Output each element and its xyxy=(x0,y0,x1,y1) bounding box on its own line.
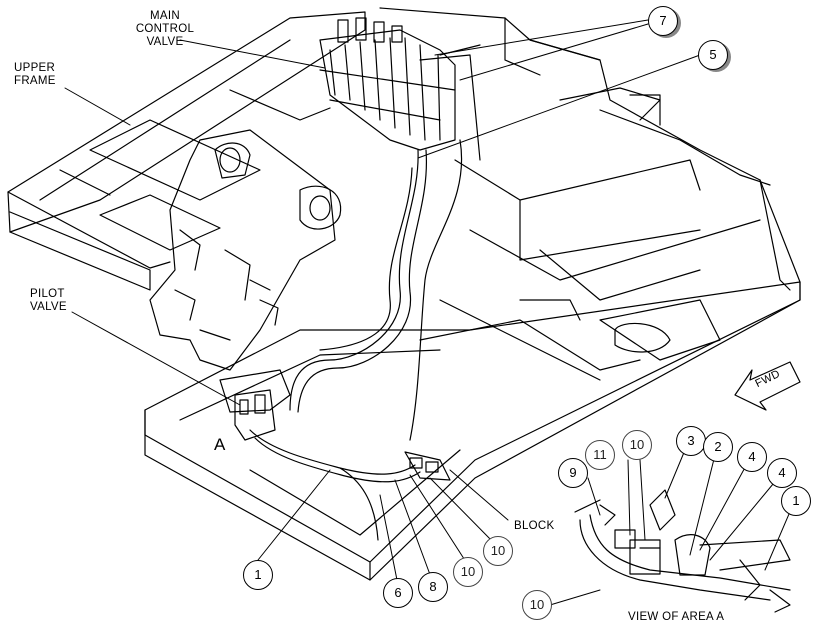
upper-frame-label-line2: FRAME xyxy=(14,75,56,87)
pilot-valve-label-line1: PILOT xyxy=(30,288,65,300)
callout-9: 9 xyxy=(558,458,588,488)
callout-5: 5 xyxy=(698,40,728,70)
callout-10-c: 10 xyxy=(622,430,652,460)
rear-frame-outline xyxy=(379,7,801,381)
detail-view-area-a xyxy=(574,489,791,613)
fwd-arrow xyxy=(734,361,801,411)
pilot-valve-assembly xyxy=(219,369,451,481)
callout-10-b: 10 xyxy=(483,536,513,566)
block-label: BLOCK xyxy=(514,520,555,532)
callout-8: 8 xyxy=(418,572,448,602)
callout-3: 3 xyxy=(676,426,706,456)
pilot-hoses xyxy=(249,139,463,541)
upper-frame-label-line1: UPPER xyxy=(14,62,56,74)
callout-10-d: 10 xyxy=(522,590,552,620)
callout-7: 7 xyxy=(648,6,678,36)
callout-1-main: 1 xyxy=(243,560,273,590)
callout-2: 2 xyxy=(703,432,733,462)
area-a-marker: A xyxy=(214,435,226,454)
callout-4-b: 4 xyxy=(767,458,797,488)
callout-1-detail: 1 xyxy=(781,486,811,516)
main-control-valve-label-line3: VALVE xyxy=(146,36,184,48)
upper-frame-outline xyxy=(7,11,366,291)
main-control-valve-label-line2: CONTROL xyxy=(135,23,195,35)
callout-6: 6 xyxy=(383,578,413,608)
callout-4-a: 4 xyxy=(737,442,767,472)
callout-11: 11 xyxy=(585,440,615,470)
main-control-valve-label: MAIN CONTROL VALVE xyxy=(120,10,210,49)
boom-bracket xyxy=(149,129,342,371)
pilot-valve-label-line2: VALVE xyxy=(30,301,67,313)
pilot-valve-label: PILOT VALVE xyxy=(30,288,67,314)
main-control-valve-label-line1: MAIN xyxy=(150,10,180,22)
callout-10-a: 10 xyxy=(453,557,483,587)
leader-lines xyxy=(64,19,796,606)
view-of-area-a-label: VIEW OF AREA A xyxy=(628,611,725,623)
lower-frame-outline xyxy=(144,281,801,581)
main-control-valve xyxy=(319,17,481,161)
upper-frame-label: UPPER FRAME xyxy=(14,62,56,88)
